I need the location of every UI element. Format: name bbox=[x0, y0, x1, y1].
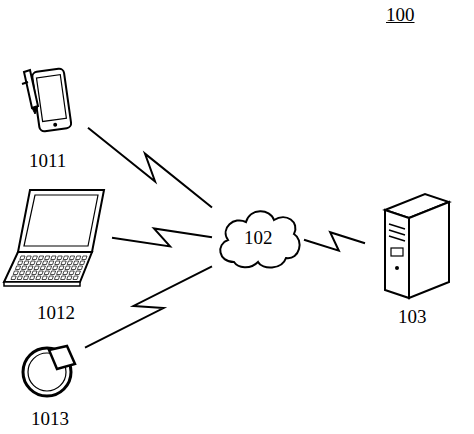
cloud-label: 102 bbox=[244, 227, 273, 249]
laptop-device: 1012 bbox=[0, 182, 112, 324]
watch-device-icon bbox=[15, 336, 85, 404]
callout-number: 1012 bbox=[37, 302, 75, 324]
wireless-link bbox=[88, 128, 212, 208]
callout-number: 1011 bbox=[29, 150, 66, 172]
wireless-link bbox=[112, 229, 212, 247]
laptop-device-icon bbox=[0, 182, 112, 294]
watch-device: 1013 bbox=[15, 336, 85, 430]
tablet-device-icon bbox=[8, 62, 88, 142]
callout-number: 1013 bbox=[31, 408, 69, 430]
figure-number: 100 bbox=[386, 4, 415, 26]
wireless-link bbox=[85, 266, 212, 347]
wireless-link bbox=[304, 232, 365, 251]
callout-number: 103 bbox=[398, 306, 427, 328]
server-tower-icon bbox=[365, 190, 460, 302]
network-cloud: 102 bbox=[212, 200, 304, 274]
tablet-device: 1011 bbox=[8, 62, 88, 172]
server-tower: 103 bbox=[365, 190, 460, 328]
